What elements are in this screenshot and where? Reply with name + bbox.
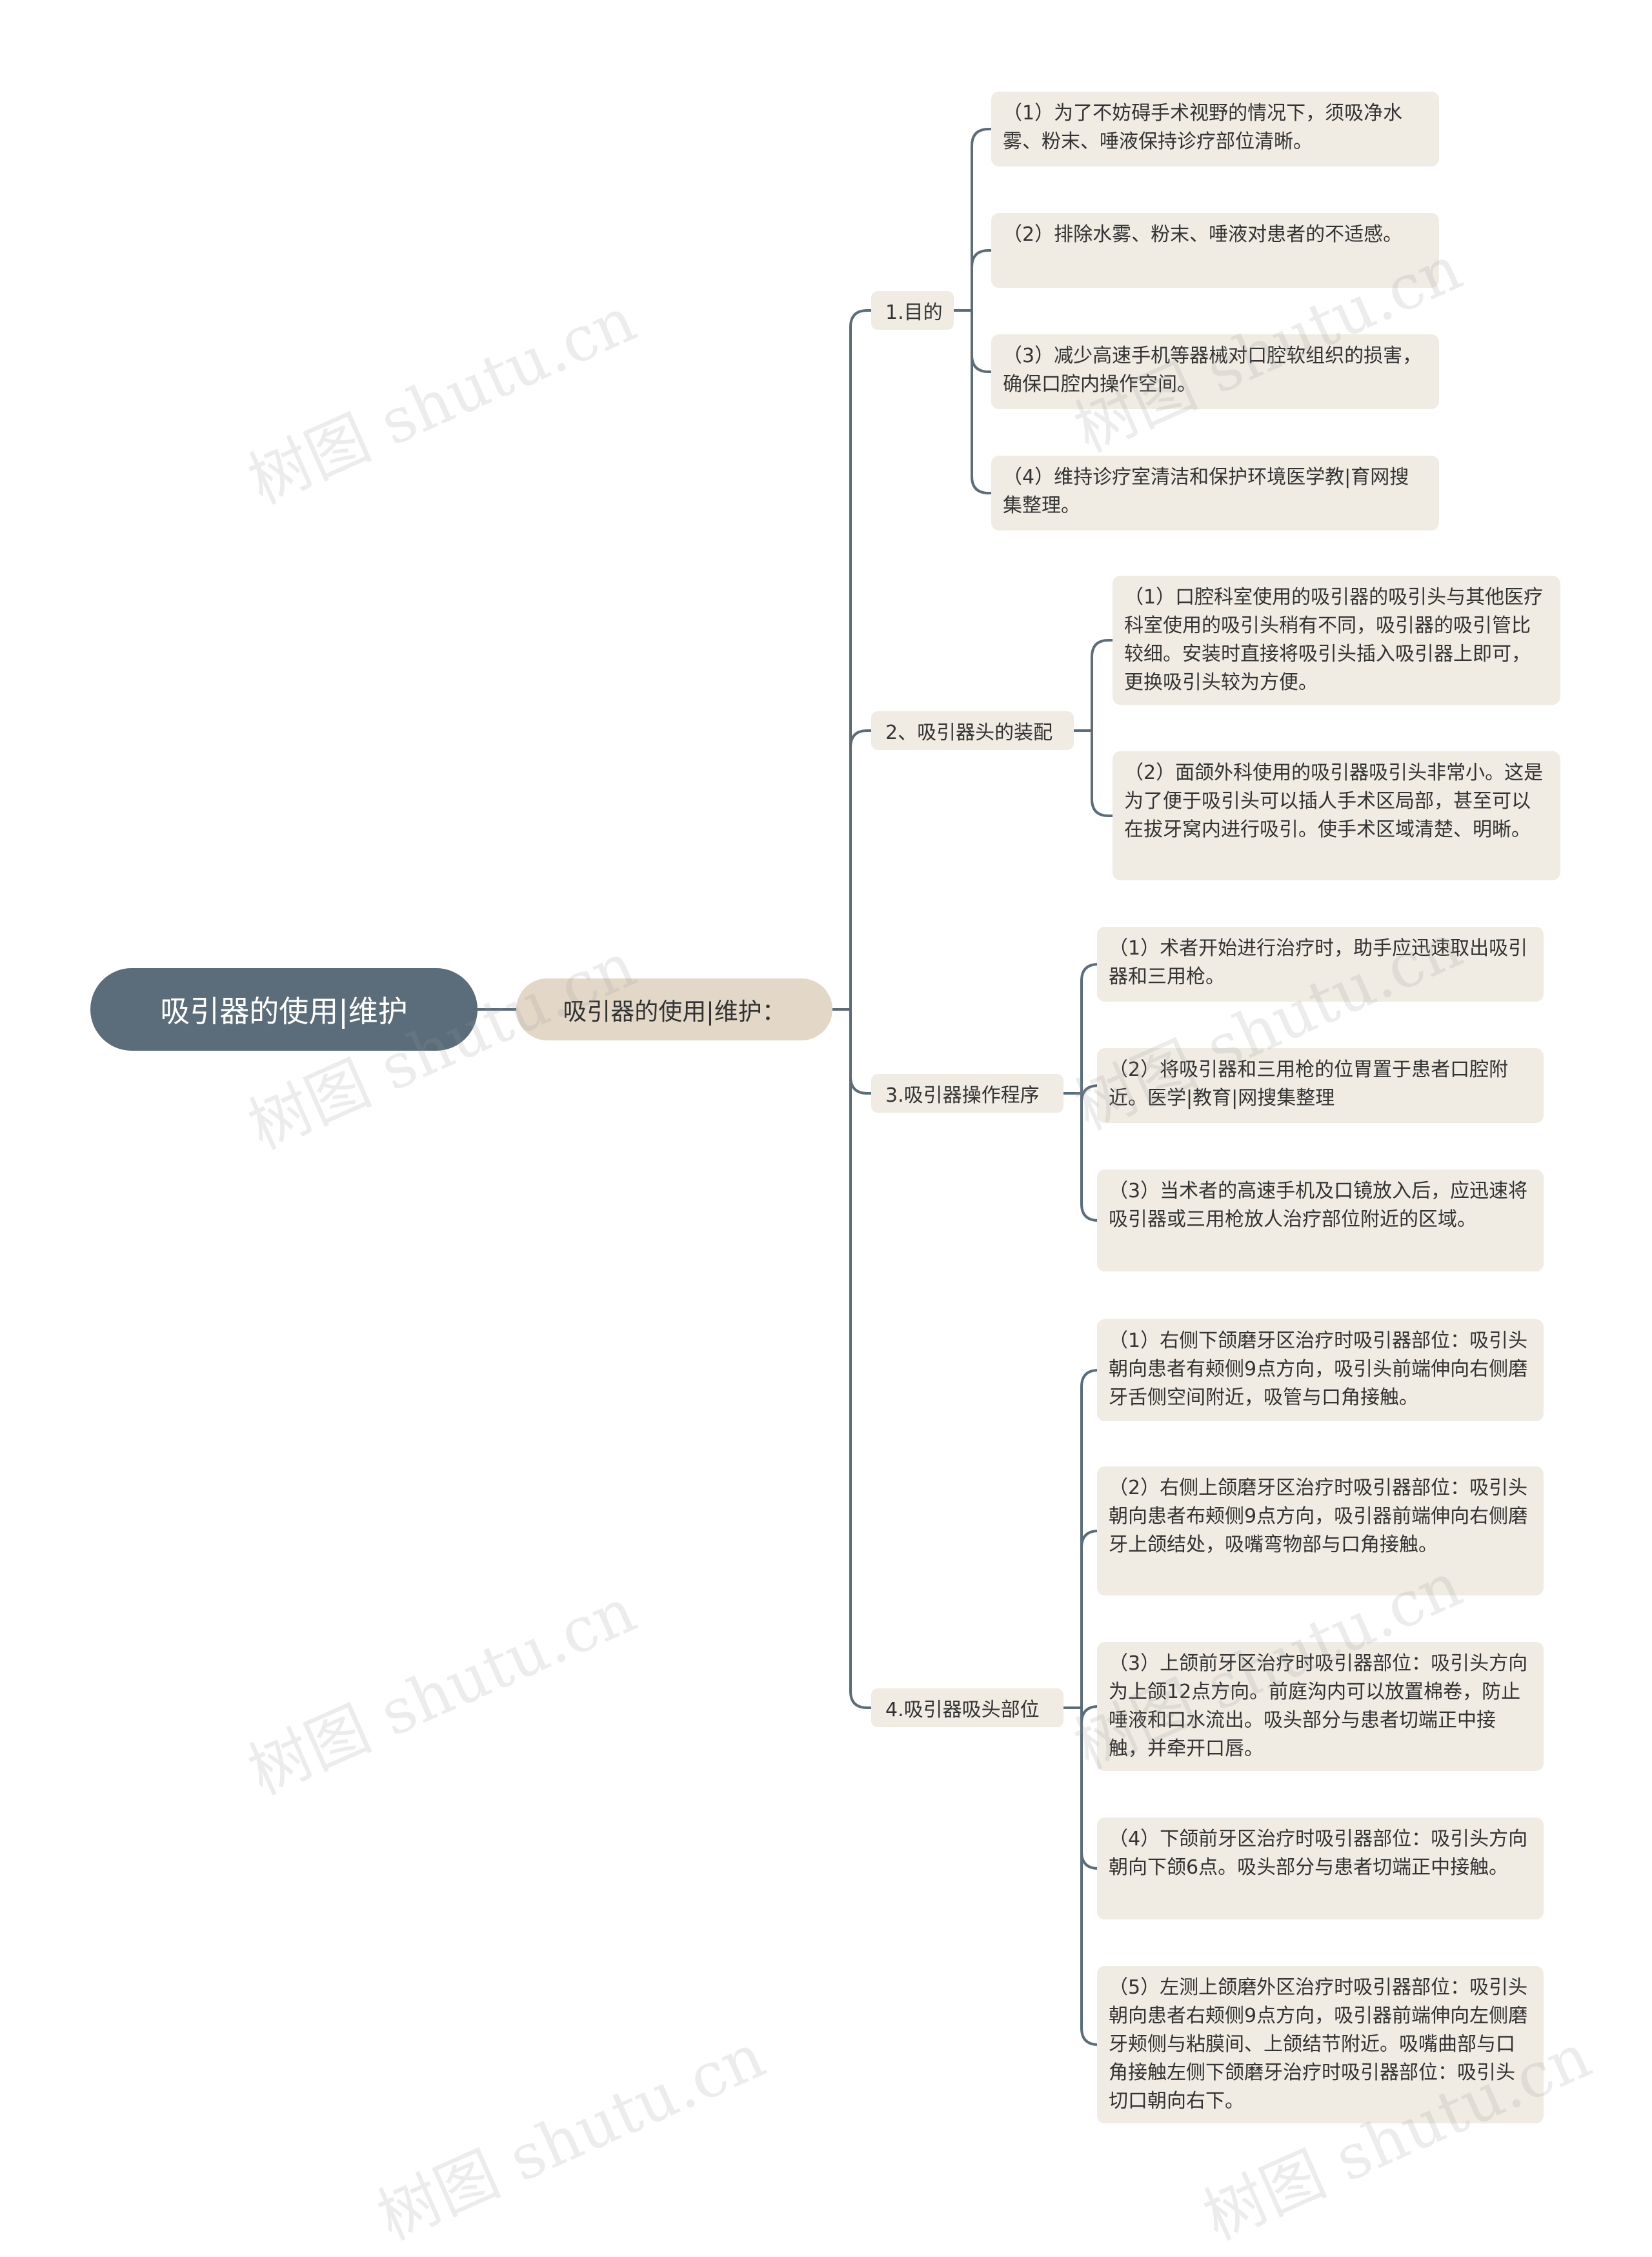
root-node[interactable]: 吸引器的使用|维护 — [90, 968, 478, 1051]
connector-branch-procedure-0 — [1080, 963, 1099, 1095]
connector-branch-tip-position-1 — [1080, 1530, 1099, 1709]
leaf-assembly-1[interactable]: （1）口腔科室使用的吸引器的吸引头与其他医疗科室使用的吸引头稍有不同，吸引器的吸… — [1113, 576, 1560, 705]
connector-sub-0 — [849, 309, 872, 1011]
leaf-tip-4[interactable]: （4）下颌前牙区治疗时吸引器部位：吸引头方向朝向下颌6点。吸头部分与患者切端正中… — [1097, 1817, 1544, 1919]
leaf-procedure-2[interactable]: （2）将吸引器和三用枪的位胃置于患者口腔附近。医学|教育|网搜集整理 — [1097, 1048, 1544, 1123]
leaf-tip-2[interactable]: （2）右侧上颌磨牙区治疗时吸引器部位：吸引头朝向患者布颊侧9点方向，吸引器前端伸… — [1097, 1466, 1544, 1595]
connector-branch-purpose-0 — [971, 128, 992, 312]
leaf-purpose-4[interactable]: （4）维持诊疗室清洁和保护环境医学教|育网搜集整理。 — [991, 456, 1439, 531]
leaf-tip-1[interactable]: （1）右侧下颌磨牙区治疗时吸引器部位：吸引头朝向患者有颊侧9点方向，吸引头前端伸… — [1097, 1319, 1544, 1421]
branch-assembly[interactable]: 2、吸引器头的装配 — [871, 711, 1074, 750]
central-topic[interactable]: 吸引器的使用|维护： — [516, 978, 832, 1040]
connector-branch-tip-position-2 — [1080, 1705, 1099, 1724]
connector-branch-purpose-2 — [971, 309, 992, 373]
connector-branch-purpose-3 — [971, 309, 992, 494]
leaf-purpose-1[interactable]: （1）为了不妨碍手术视野的情况下，须吸净水雾、粉末、唾液保持诊疗部位清晰。 — [991, 92, 1439, 167]
leaf-purpose-2[interactable]: （2）排除水雾、粉末、唾液对患者的不适感。 — [991, 213, 1439, 288]
connector-branch-assembly-0 — [1091, 639, 1114, 732]
connector-branch-purpose-1 — [971, 249, 992, 312]
connector-sub-3 — [849, 1008, 872, 1709]
branch-procedure[interactable]: 3.吸引器操作程序 — [871, 1074, 1063, 1113]
connector-branch-procedure-1 — [1080, 1084, 1099, 1103]
connector-branch-tip-position-3 — [1080, 1706, 1099, 1870]
connector-sub-2 — [849, 1008, 872, 1095]
leaf-purpose-3[interactable]: （3）减少高速手机等器械对口腔软组织的损害，确保口腔内操作空间。 — [991, 334, 1439, 409]
leaf-assembly-2[interactable]: （2）面颌外科使用的吸引器吸引头非常小。这是为了便于吸引头可以插人手术区局部，甚… — [1113, 751, 1560, 880]
branch-purpose[interactable]: 1.目的 — [871, 291, 954, 330]
leaf-tip-5[interactable]: （5）左测上颌磨外区治疗时吸引器部位：吸引头朝向患者右颊侧9点方向，吸引器前端伸… — [1097, 1966, 1544, 2123]
leaf-procedure-3[interactable]: （3）当术者的高速手机及口镜放入后，应迅速将吸引器或三用枪放人治疗部位附近的区域… — [1097, 1169, 1544, 1271]
branch-tip-position[interactable]: 4.吸引器吸头部位 — [871, 1688, 1063, 1727]
connector-branch-procedure-2 — [1080, 1092, 1099, 1222]
connector-branch-tip-position-4 — [1080, 1706, 1099, 2046]
connector-sub-1 — [849, 729, 872, 1011]
leaf-procedure-1[interactable]: （1）术者开始进行治疗时，助手应迅速取出吸引器和三用枪。 — [1097, 927, 1544, 1002]
leaf-tip-3[interactable]: （3）上颌前牙区治疗时吸引器部位：吸引头方向为上颌12点方向。前庭沟内可以放置棉… — [1097, 1642, 1544, 1771]
connector-branch-assembly-1 — [1091, 729, 1114, 817]
